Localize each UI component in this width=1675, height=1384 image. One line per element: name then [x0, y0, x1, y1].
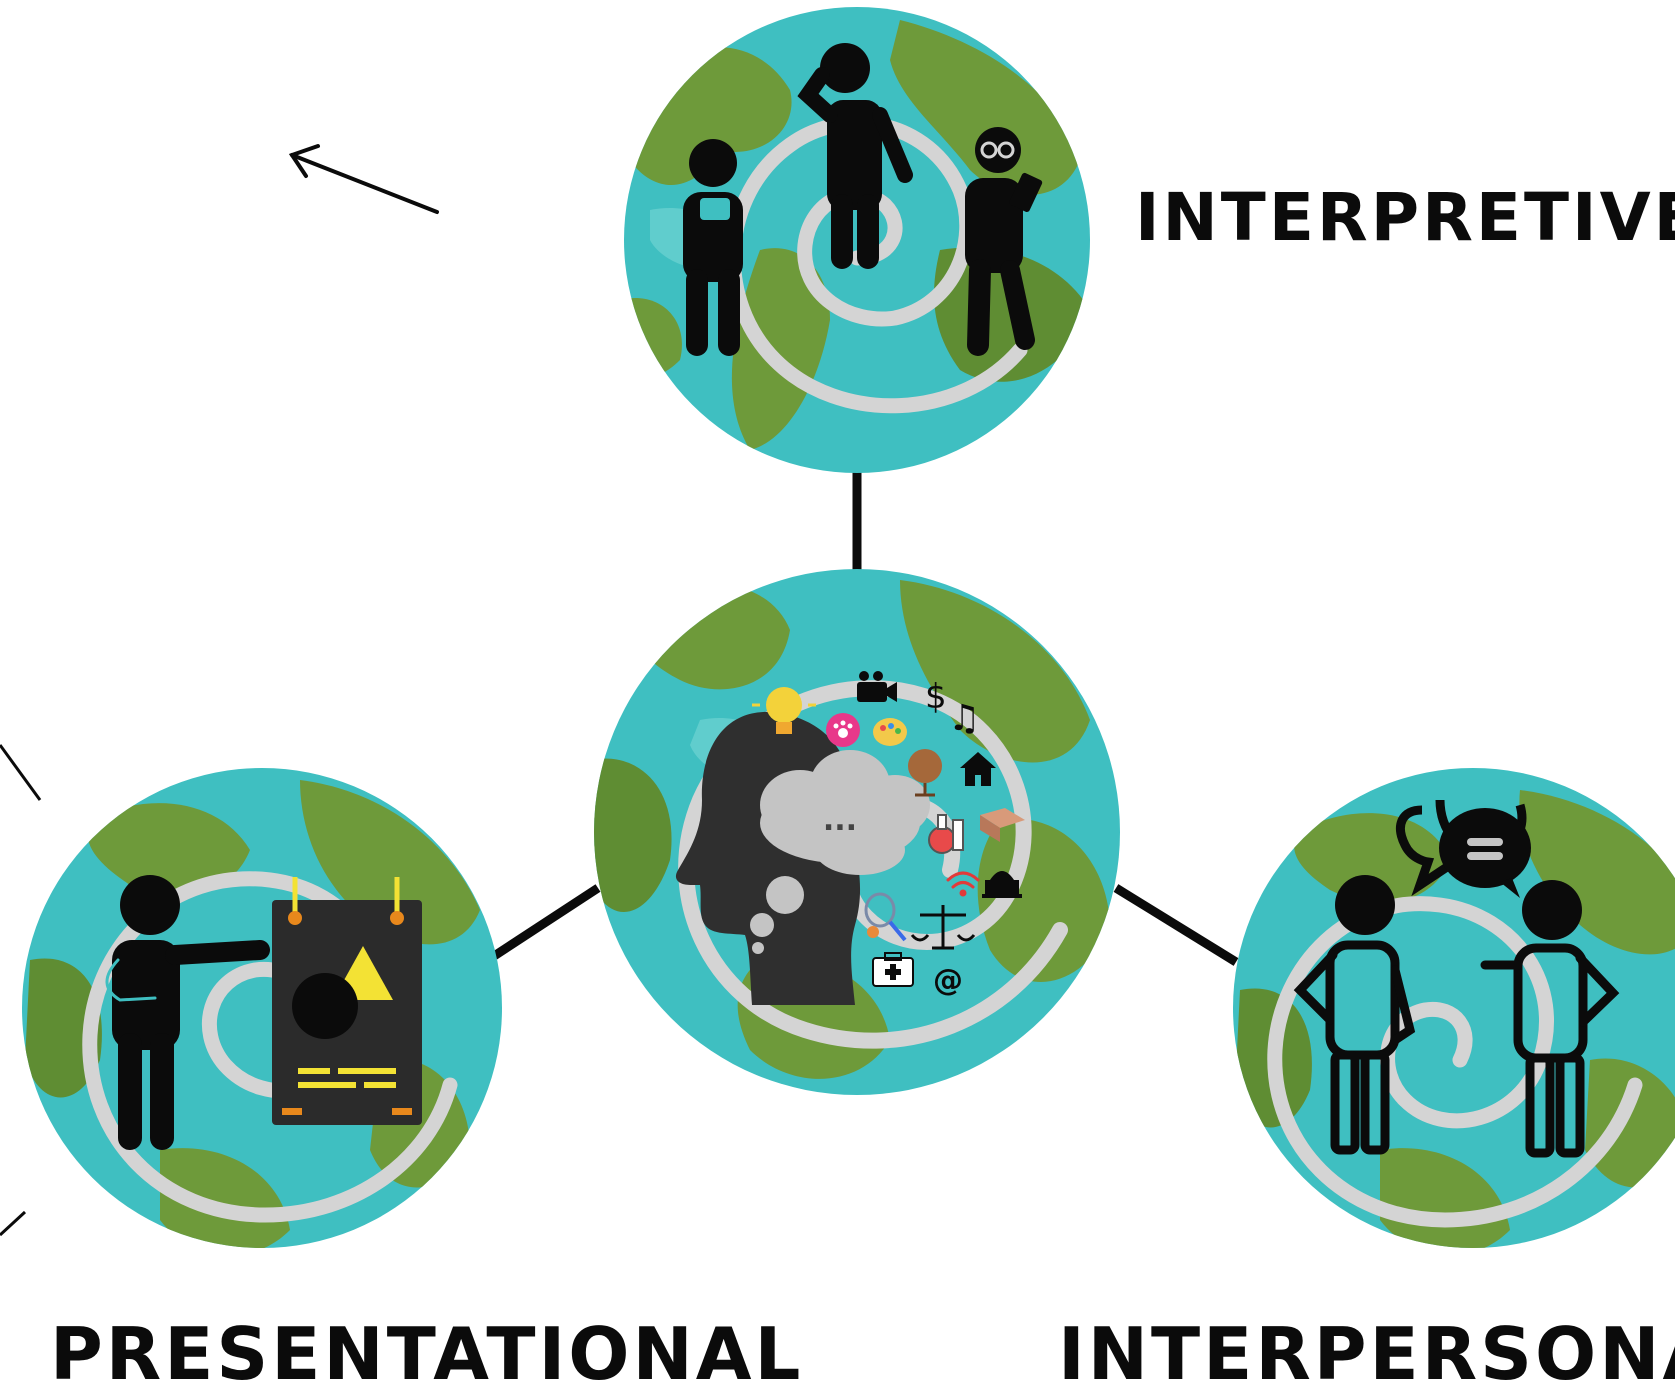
globe-interpersonal	[1233, 768, 1675, 1248]
palette-icon	[873, 718, 907, 746]
land-mass	[300, 780, 480, 945]
land-mass	[890, 20, 1080, 195]
land-mass	[594, 758, 672, 912]
person-reading-icon	[965, 127, 1043, 356]
land-mass	[25, 958, 102, 1098]
land-mass	[1519, 790, 1675, 955]
person-talking-right-icon	[1480, 880, 1620, 1158]
person-thinking-icon	[797, 43, 913, 269]
label-presentational: PRESENTATIONAL	[50, 1312, 804, 1384]
stray-line-left-bottom	[0, 1210, 27, 1237]
globe-center: ... $ ♫	[594, 569, 1120, 1095]
presenter-icon	[105, 875, 270, 1150]
at-sign-icon: @	[933, 963, 963, 998]
book-icon	[980, 808, 1025, 842]
paw-icon	[826, 713, 860, 747]
land-mass	[1380, 1148, 1510, 1248]
land-mass	[87, 803, 250, 896]
connector-lines	[485, 470, 1239, 966]
land-mass	[900, 580, 1090, 763]
speech-bubbles-icon	[1396, 799, 1531, 898]
lab-flask-icon	[928, 814, 964, 854]
capitol-building-icon	[982, 871, 1022, 898]
first-aid-kit-icon	[872, 952, 914, 987]
label-interpretive: INTERPRETIVE	[1135, 179, 1675, 256]
land-mass	[977, 818, 1110, 983]
thought-cloud-icon	[750, 750, 930, 954]
video-camera-icon	[857, 671, 897, 702]
lightbulb-icon	[752, 687, 816, 734]
person-with-phone-icon	[683, 139, 743, 356]
poster-board-icon	[272, 877, 422, 1125]
house-icon	[960, 752, 996, 786]
land-mass	[160, 1148, 290, 1248]
dollar-icon: $	[925, 677, 947, 717]
tennis-racket-icon	[864, 892, 907, 942]
thought-dots: ...	[823, 803, 857, 838]
wifi-icon	[946, 871, 980, 897]
globe-stand-icon	[908, 749, 942, 797]
label-interpersonal: INTERPERSONAL	[1058, 1312, 1675, 1384]
pointer-arrow	[288, 144, 439, 214]
music-notes-icon: ♫	[948, 698, 980, 739]
land-mass	[1294, 813, 1450, 903]
globe-presentational	[22, 768, 502, 1248]
stray-line-left-top	[0, 744, 42, 801]
land-mass	[731, 248, 830, 450]
spiral	[82, 871, 458, 1223]
person-talking-left-icon	[1293, 875, 1416, 1155]
globe-interpretive	[624, 7, 1090, 473]
scales-icon	[910, 905, 976, 950]
